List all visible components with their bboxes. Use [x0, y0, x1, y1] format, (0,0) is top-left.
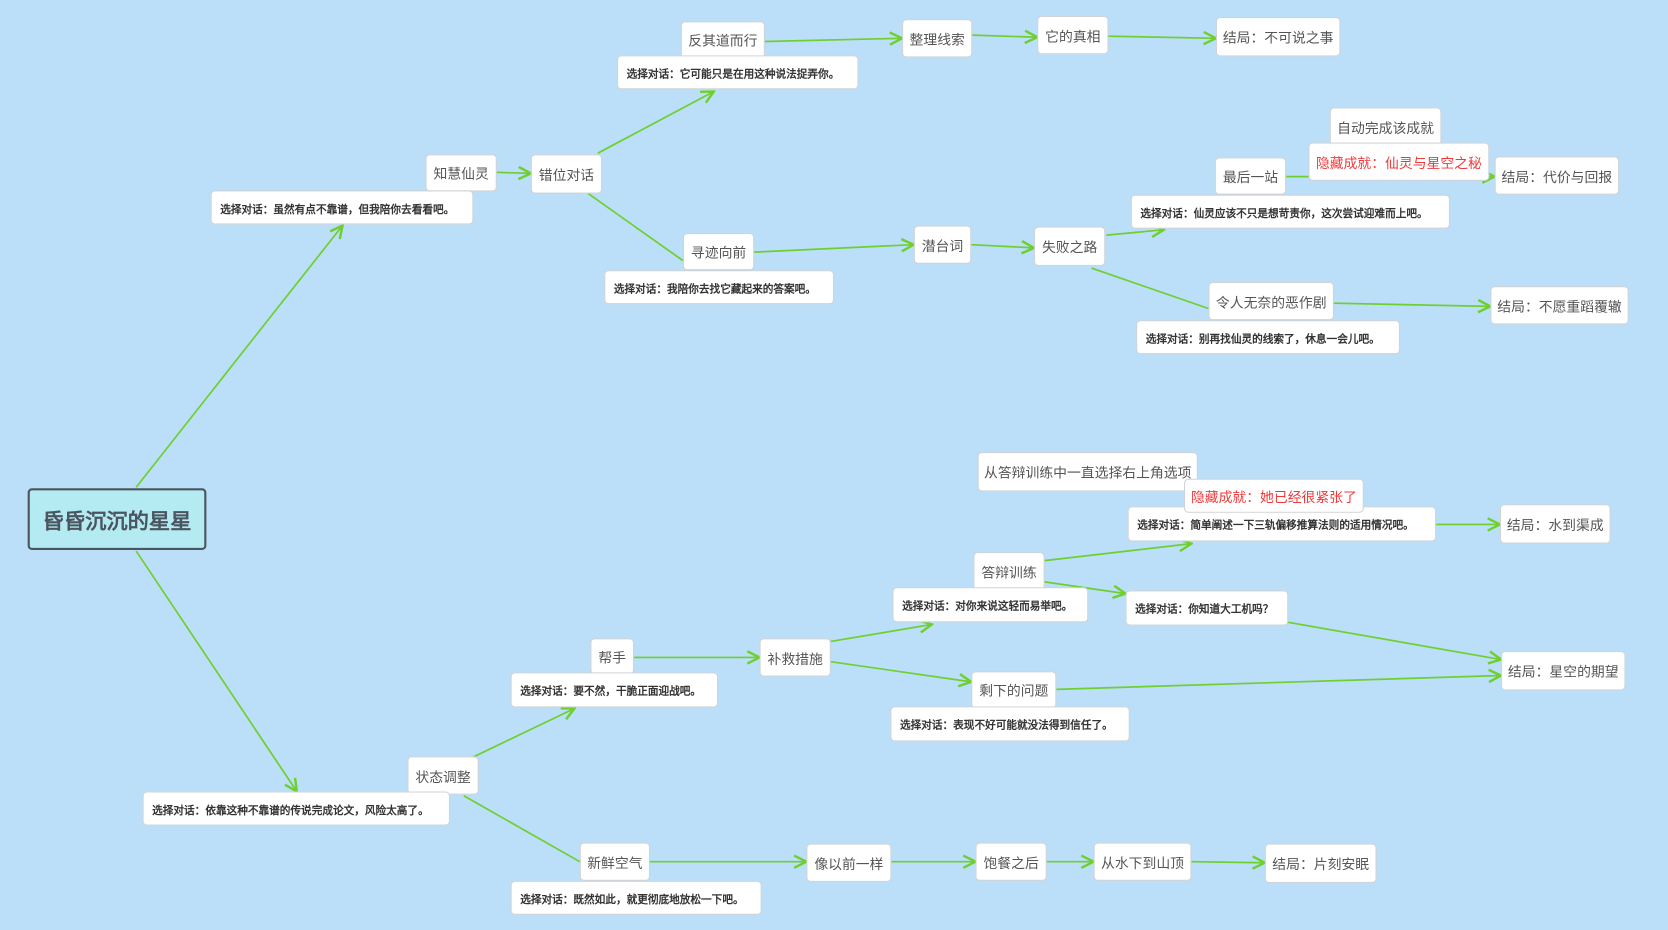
dialog-choice-zuihou[interactable]: 选择对话：仙灵应该不只是想苛责你，这次尝试迎难而上吧。: [1130, 194, 1450, 229]
node-shuixia[interactable]: 从水下到山顶: [1093, 842, 1192, 881]
edge: [1106, 230, 1163, 235]
dialog-choice-upper[interactable]: 选择对话：虽然有点不靠谱，但我陪你去看看吧。: [210, 190, 474, 225]
edge: [830, 624, 932, 643]
dialog-choice-xinxian[interactable]: 选择对话：既然如此，就更彻底地放松一下吧。: [510, 880, 762, 915]
node-zhuangtai[interactable]: 状态调整: [407, 756, 479, 795]
root-topic[interactable]: 昏昏沉沉的星星: [27, 488, 207, 550]
node-xunji[interactable]: 寻迹向前: [682, 232, 755, 271]
node-shibai[interactable]: 失败之路: [1034, 226, 1106, 266]
hidden-achievement-1[interactable]: 隐藏成就：仙灵与星空之秘: [1308, 142, 1490, 181]
edge: [135, 226, 342, 488]
node-qiantaici[interactable]: 潜台词: [913, 225, 972, 264]
node-ezuoju[interactable]: 令人无奈的恶作剧: [1208, 281, 1335, 321]
node-zhihui[interactable]: 知慧仙灵: [425, 154, 497, 192]
edge: [1044, 544, 1192, 562]
edge: [1056, 676, 1501, 691]
edge: [971, 245, 1034, 248]
node-bangshou[interactable]: 帮手: [590, 638, 635, 675]
node-xinxian[interactable]: 新鲜空气: [579, 842, 650, 881]
dialog-choice-dabian[interactable]: 选择对话：对你来说这轻而易举吧。: [892, 587, 1089, 623]
edge: [1091, 267, 1209, 310]
edge: [1288, 621, 1501, 659]
node-zhenxiang[interactable]: 它的真相: [1037, 15, 1109, 55]
ending-buyuan[interactable]: 结局：不愿重蹈覆辙: [1490, 286, 1629, 325]
node-hint[interactable]: 从答辩训练中一直选择右上角选项: [977, 452, 1198, 492]
node-baocan[interactable]: 饱餐之后: [975, 842, 1047, 881]
edge: [587, 192, 684, 262]
edge: [754, 245, 914, 253]
node-fanqi[interactable]: 反其道而行: [680, 21, 765, 59]
edge: [764, 38, 902, 41]
dialog-choice-ezuoju[interactable]: 选择对话：别再找仙灵的线索了，休息一会儿吧。: [1136, 320, 1400, 355]
edge: [471, 708, 574, 759]
ending-bukeshuo[interactable]: 结局：不可说之事: [1215, 17, 1341, 57]
edge: [463, 794, 581, 863]
edge: [496, 172, 531, 173]
edge: [597, 91, 714, 154]
node-yiqian[interactable]: 像以前一样: [806, 843, 892, 882]
node-bujiu[interactable]: 补救措施: [759, 638, 831, 677]
dialog-choice-lower[interactable]: 选择对话：依靠这种不靠谱的传说完成论文，风险太高了。: [142, 791, 450, 826]
edge: [1191, 862, 1264, 863]
dialog-choice-fanqi[interactable]: 选择对话：它可能只是在用这种说法捉弄你。: [617, 55, 859, 90]
node-zuihou[interactable]: 最后一站: [1214, 157, 1287, 195]
edge: [830, 660, 971, 682]
dialog-choice-bangshou[interactable]: 选择对话：要不然，干脆正面迎战吧。: [510, 672, 719, 708]
edge: [972, 35, 1037, 37]
node-auto-achievement[interactable]: 自动完成该成就: [1329, 107, 1442, 146]
edge: [1333, 303, 1490, 306]
edge: [1108, 36, 1215, 38]
hidden-achievement-2[interactable]: 隐藏成就：她已经很紧张了: [1184, 478, 1364, 513]
ending-xingkong[interactable]: 结局：星空的期望: [1501, 651, 1626, 691]
edge: [135, 550, 297, 791]
node-zhengli[interactable]: 整理线索: [902, 19, 973, 58]
dialog-choice-xunji[interactable]: 选择对话：我陪你去找它藏起来的答案吧。: [604, 270, 835, 305]
node-shengxia[interactable]: 剩下的问题: [971, 671, 1057, 709]
dialog-choice-dagong[interactable]: 选择对话：你知道大工机吗？: [1125, 590, 1289, 626]
ending-shuidao[interactable]: 结局：水到渠成: [1499, 504, 1611, 544]
dialog-choice-shengxia[interactable]: 选择对话：表现不好可能就没法得到信任了。: [890, 706, 1130, 742]
node-dabian[interactable]: 答辩训练: [973, 552, 1045, 591]
ending-pianke[interactable]: 结局：片刻安眠: [1264, 843, 1377, 883]
node-cuowei[interactable]: 错位对话: [530, 154, 603, 194]
ending-daijia[interactable]: 结局：代价与回报: [1494, 156, 1620, 195]
